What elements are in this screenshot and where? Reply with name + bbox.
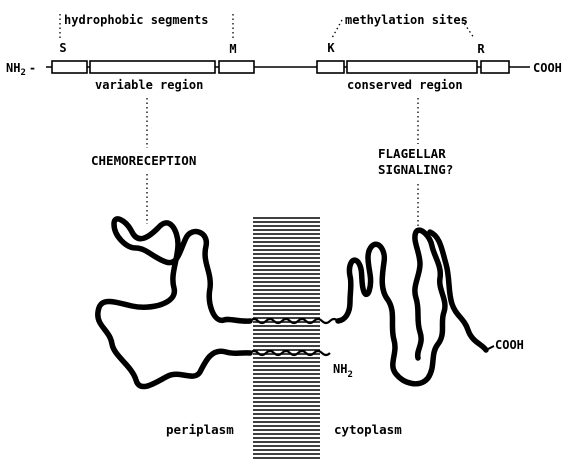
periplasmic-domain-loop (98, 219, 250, 387)
cytoplasm-label: cytoplasm (334, 422, 402, 437)
nh2-terminus-label: NH2- (6, 61, 36, 78)
site-s-label: S (59, 41, 66, 55)
cytoplasmic-domain-loop (338, 230, 486, 384)
hydrophobic-segment-m (219, 61, 254, 73)
site-m-label: M (229, 42, 236, 56)
transmembrane-helix-1 (250, 319, 338, 323)
flagellar-label-line2: SIGNALING? (378, 162, 453, 177)
periplasm-label: periplasm (166, 422, 234, 437)
variable-region-box (90, 61, 215, 73)
variable-region-label: variable region (95, 78, 203, 92)
cytoplasmic-cooh-label: COOH (495, 338, 524, 352)
k-connector (332, 20, 342, 38)
methylation-sites-label: methylation sites (345, 13, 468, 27)
cytoplasmic-nh2-label: NH2 (333, 362, 353, 380)
cooh-terminus-label: COOH (533, 61, 562, 75)
site-k-label: K (327, 41, 335, 55)
hydrophobic-segments-label: hydrophobic segments (64, 13, 209, 27)
membrane-bilayer (253, 218, 320, 458)
conserved-region-label: conserved region (347, 78, 463, 92)
site-r-label: R (477, 42, 485, 56)
conserved-region-box (347, 61, 477, 73)
hydrophobic-segment-s (52, 61, 87, 73)
methylation-segment-k (317, 61, 344, 73)
methylation-segment-r (481, 61, 509, 73)
flagellar-label-line1: FLAGELLAR (378, 146, 446, 161)
chemoreception-label: CHEMORECEPTION (91, 153, 196, 168)
